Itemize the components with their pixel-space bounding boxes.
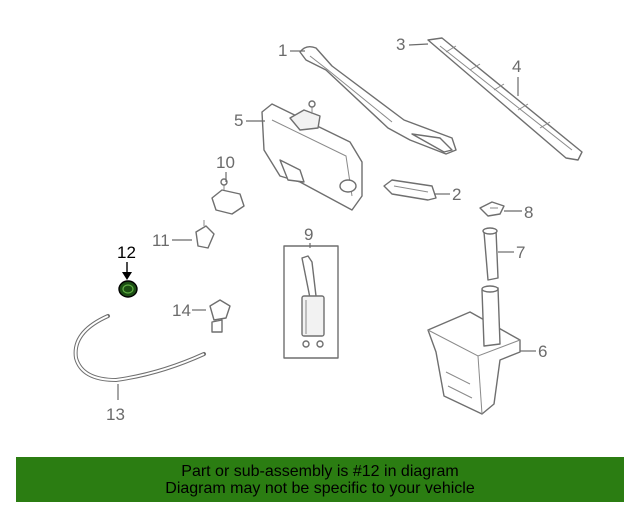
callout-label-14: 14 <box>172 301 191 320</box>
callout-12: 12 <box>117 243 136 280</box>
callout-label-6: 6 <box>538 342 547 361</box>
callout-7: 7 <box>498 243 525 262</box>
part-14-hose-clip[interactable] <box>209 299 231 333</box>
callout-label-3: 3 <box>396 35 405 54</box>
part-9-washer-pump[interactable] <box>283 245 339 359</box>
callout-11: 11 <box>152 231 192 250</box>
part-13-washer-hose[interactable] <box>73 314 206 382</box>
callout-label-4: 4 <box>512 57 521 76</box>
banner-line-2: Diagram may not be specific to your vehi… <box>165 479 475 497</box>
callout-label-12: 12 <box>117 243 136 262</box>
callout-label-8: 8 <box>524 203 533 222</box>
callout-13: 13 <box>106 384 125 424</box>
callout-label-10: 10 <box>216 153 235 172</box>
info-banner: Part or sub-assembly is #12 in diagram D… <box>16 457 624 502</box>
parts-diagram: 1 3 4 5 2 <box>73 35 583 424</box>
part-6-washer-reservoir[interactable] <box>427 285 521 415</box>
callout-label-13: 13 <box>106 405 125 424</box>
callout-label-5: 5 <box>234 111 243 130</box>
part-7-filler-neck[interactable] <box>482 227 499 281</box>
callout-1: 1 <box>278 41 305 60</box>
callout-9: 9 <box>304 225 313 248</box>
callout-14: 14 <box>172 301 206 320</box>
callout-5: 5 <box>234 111 265 130</box>
callout-label-11: 11 <box>152 231 170 250</box>
part-2-nozzle-cover[interactable] <box>383 179 437 201</box>
callout-label-9: 9 <box>304 225 313 244</box>
part-11-check-valve[interactable] <box>195 220 215 249</box>
part-12-grommet[interactable] <box>118 280 138 298</box>
callout-label-7: 7 <box>516 243 525 262</box>
part-5-cowl-module[interactable] <box>261 100 363 211</box>
callout-3: 3 <box>396 35 429 54</box>
callout-10: 10 <box>216 153 235 182</box>
callout-4: 4 <box>512 57 521 96</box>
part-1-wiper-arm[interactable] <box>299 45 457 155</box>
callout-label-1: 1 <box>278 41 287 60</box>
callout-8: 8 <box>504 203 533 222</box>
part-3-wiper-blade[interactable] <box>427 37 583 161</box>
banner-line-1: Part or sub-assembly is #12 in diagram <box>181 462 459 480</box>
part-10-washer-nozzle[interactable] <box>211 178 245 215</box>
part-8-reservoir-cap[interactable] <box>479 201 505 217</box>
callout-2: 2 <box>434 185 461 204</box>
callout-6: 6 <box>520 342 547 361</box>
callout-label-2: 2 <box>452 185 461 204</box>
